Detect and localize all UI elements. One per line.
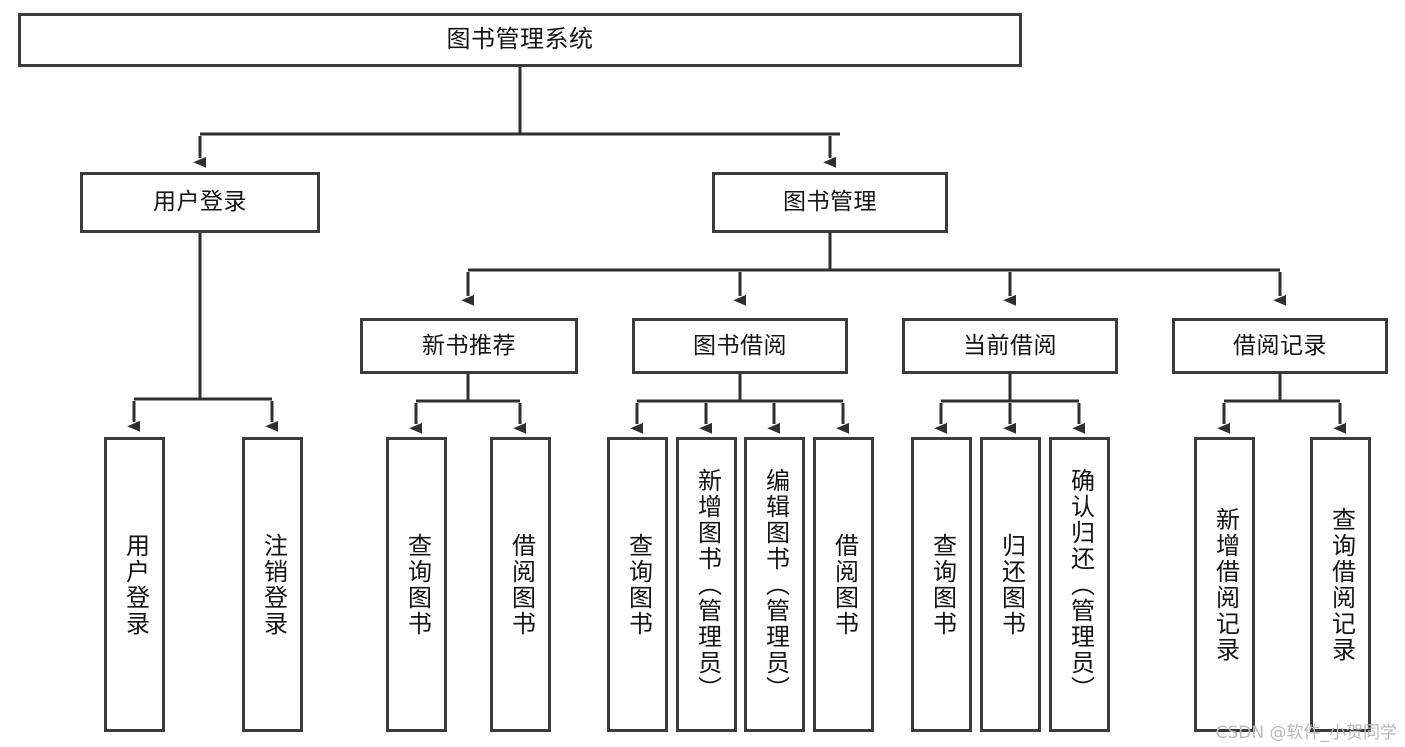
leaf-query-borrowing-record[interactable]: 查询借阅记录	[1310, 437, 1371, 732]
leaf-edit-book-admin[interactable]: 编辑图书（管理员）	[744, 437, 805, 732]
node-label: 归还图书	[997, 532, 1026, 637]
leaf-borrow-book-borrowing[interactable]: 借阅图书	[813, 437, 874, 732]
csdn-watermark: CSDN @软件_小贺同学	[1215, 723, 1397, 743]
node-label: 新增图书（管理员）	[693, 467, 722, 702]
leaf-return-book[interactable]: 归还图书	[980, 437, 1041, 732]
node-label: 当前借阅	[963, 332, 1057, 359]
node-label: 图书管理系统	[446, 25, 594, 54]
node-label: 注销登录	[259, 532, 288, 637]
node-label: 查询图书	[624, 532, 653, 637]
node-borrowing-records[interactable]: 借阅记录	[1172, 318, 1388, 374]
node-label: 用户登录	[121, 532, 150, 637]
node-root-book-management-system[interactable]: 图书管理系统	[18, 13, 1022, 67]
leaf-borrow-book-recommendation[interactable]: 借阅图书	[490, 437, 551, 732]
leaf-query-book-current[interactable]: 查询图书	[911, 437, 972, 732]
leaf-add-borrowing-record[interactable]: 新增借阅记录	[1194, 437, 1255, 732]
node-label: 查询图书	[403, 532, 432, 637]
node-label: 查询图书	[928, 532, 957, 637]
leaf-logout[interactable]: 注销登录	[242, 437, 303, 732]
node-label: 图书管理	[783, 189, 877, 216]
leaf-query-book-recommendation[interactable]: 查询图书	[386, 437, 447, 732]
node-label: 用户登录	[153, 189, 247, 216]
node-user-login[interactable]: 用户登录	[80, 172, 320, 233]
node-label: 编辑图书（管理员）	[761, 467, 790, 702]
node-label: 借阅图书	[507, 532, 536, 637]
node-book-management[interactable]: 图书管理	[712, 172, 948, 233]
node-current-borrowing[interactable]: 当前借阅	[902, 318, 1118, 374]
leaf-user-login[interactable]: 用户登录	[104, 437, 165, 732]
node-label: 查询借阅记录	[1327, 506, 1356, 663]
node-label: 新书推荐	[422, 332, 516, 359]
node-label: 借阅记录	[1233, 332, 1327, 359]
node-new-book-recommendation[interactable]: 新书推荐	[360, 318, 578, 374]
leaf-query-book-borrowing[interactable]: 查询图书	[607, 437, 668, 732]
node-label: 确认归还（管理员）	[1066, 467, 1095, 702]
node-book-borrowing[interactable]: 图书借阅	[632, 318, 848, 374]
leaf-add-book-admin[interactable]: 新增图书（管理员）	[676, 437, 737, 732]
node-label: 图书借阅	[693, 332, 787, 359]
node-label: 新增借阅记录	[1211, 506, 1240, 663]
leaf-confirm-return-admin[interactable]: 确认归还（管理员）	[1049, 437, 1110, 732]
node-label: 借阅图书	[830, 532, 859, 637]
